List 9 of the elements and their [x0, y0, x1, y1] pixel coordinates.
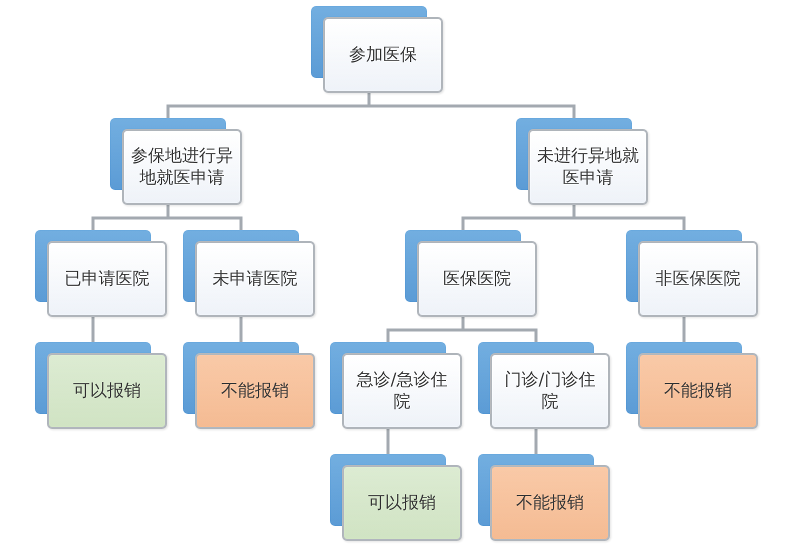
- connector-line: [240, 317, 242, 342]
- connector-line: [534, 429, 538, 454]
- connector-line: [386, 429, 390, 454]
- connector-line: [92, 317, 94, 342]
- connector-line: [368, 93, 576, 118]
- connector-line: [682, 317, 686, 342]
- connector-line: [572, 205, 686, 230]
- connector-line: [166, 205, 242, 230]
- connector-line: [462, 317, 538, 342]
